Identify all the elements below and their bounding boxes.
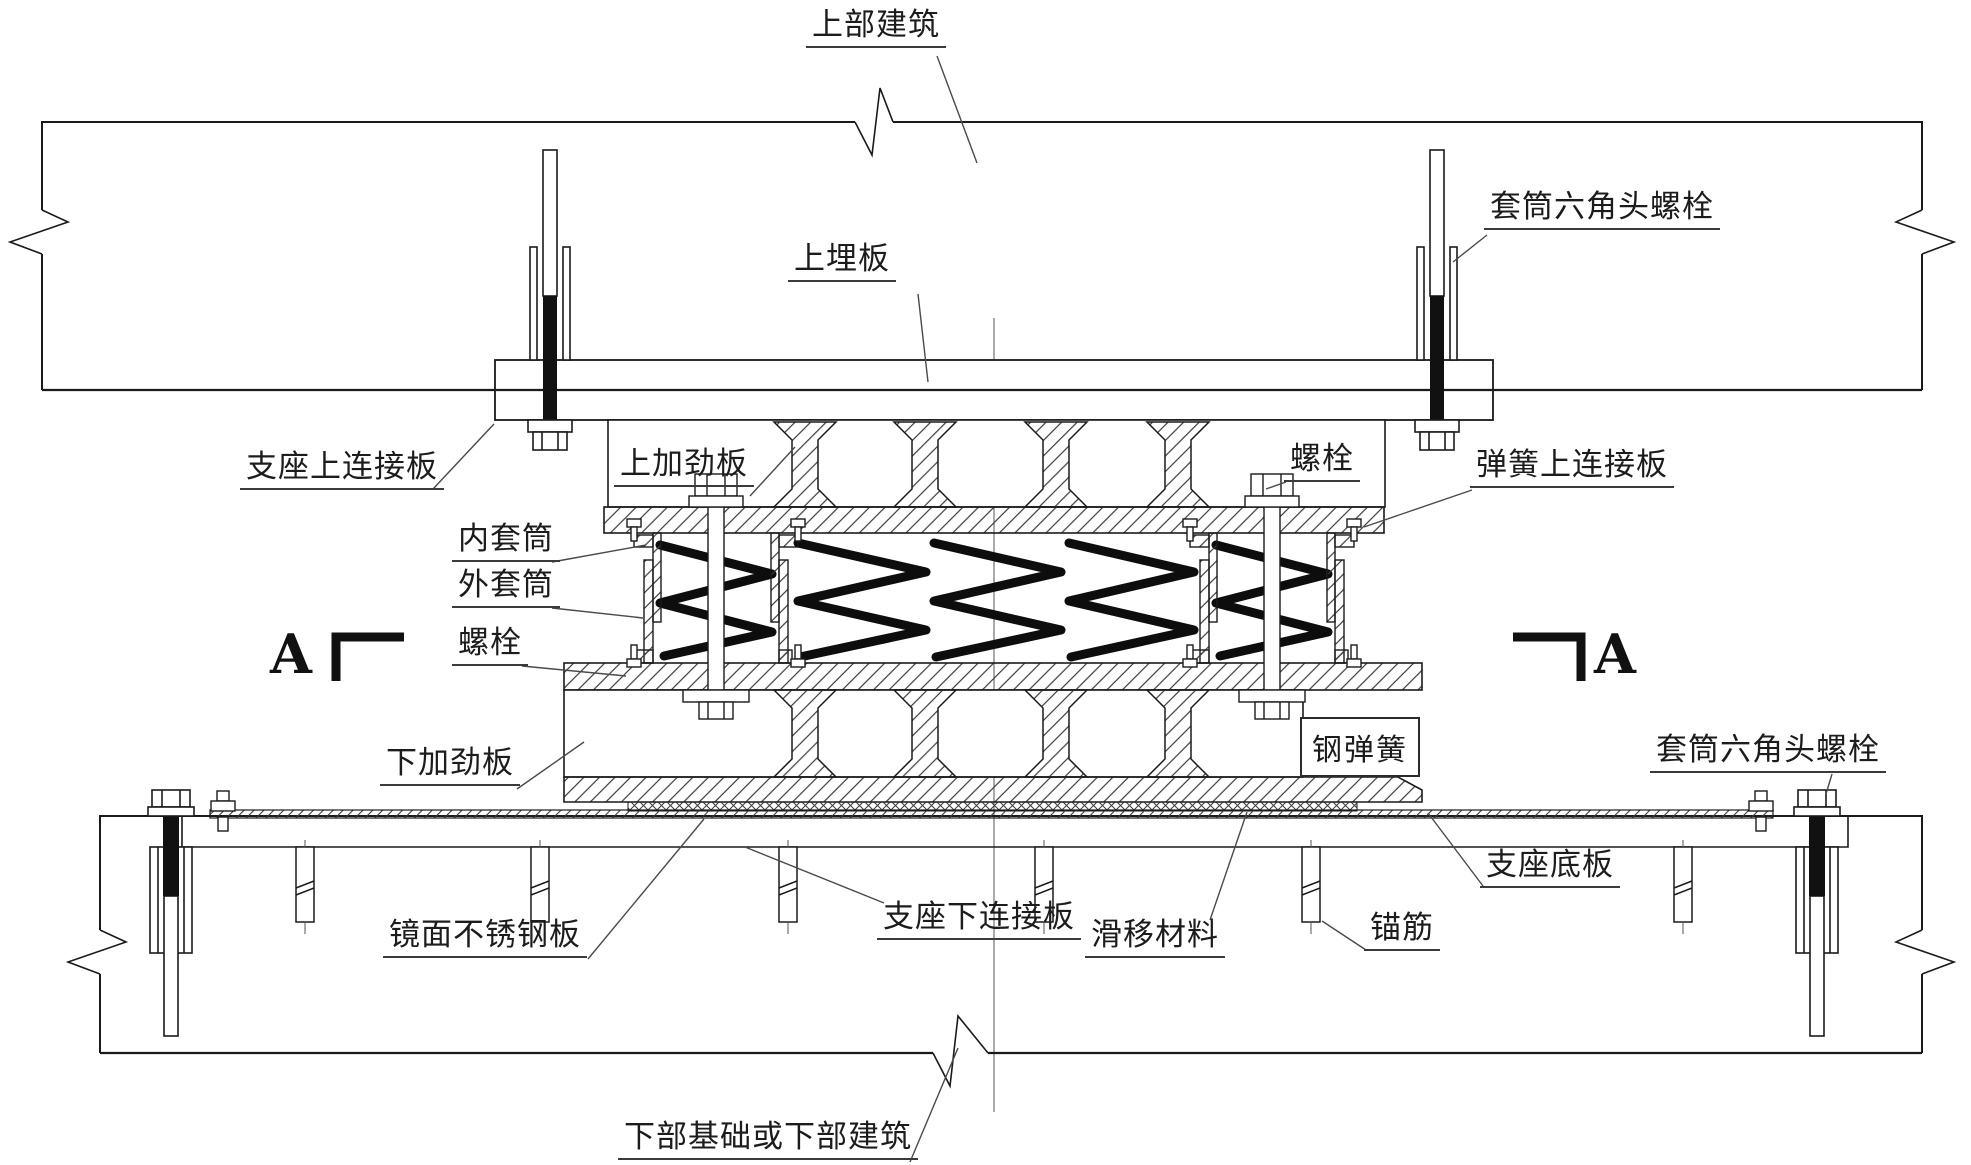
label-mirror-stainless-plate: 镜面不锈钢板 (383, 918, 587, 958)
label-sleeve-hex-bolt-bottom: 套筒六角头螺栓 (1650, 733, 1886, 773)
stainless-plate-end-stud-right (1748, 790, 1774, 832)
leader-lines (432, 55, 1833, 1163)
bearing-base-plate (563, 776, 1423, 803)
label-lower-stiffener-plate: 下加劲板 (380, 746, 520, 786)
break-symbol-top (854, 87, 894, 158)
label-upper-embedded-plate: 上埋板 (788, 242, 896, 282)
label-inner-sleeve: 内套筒 (452, 522, 560, 562)
lower-foundation-slab (65, 815, 1957, 1089)
break-symbol-left-upper (7, 209, 71, 255)
break-symbol-bottom (932, 1014, 989, 1089)
section-bracket-right (1513, 632, 1586, 681)
label-sleeve-hex-bolt-top: 套筒六角头螺栓 (1484, 190, 1720, 230)
stainless-plate-end-stud-left (210, 790, 236, 832)
mirror-stainless-plate-layer (209, 809, 1774, 819)
section-bracket-left (331, 632, 404, 681)
break-symbol-right-upper (1893, 209, 1957, 255)
section-marker-a-right: A (1594, 622, 1637, 686)
spring-lower-connection-plate (563, 662, 1423, 691)
label-bearing-base-plate: 支座底板 (1480, 848, 1620, 888)
label-upper-building: 上部建筑 (806, 8, 946, 48)
label-bearing-lower-connection-plate: 支座下连接板 (877, 900, 1081, 940)
label-bolt-upper: 螺栓 (1284, 442, 1360, 482)
label-anchor-bar: 锚筋 (1364, 911, 1440, 951)
label-bolt-left: 螺栓 (452, 626, 528, 666)
section-marker-a-left: A (270, 622, 313, 686)
label-upper-stiffener-plate: 上加劲板 (614, 447, 754, 487)
break-symbol-right-lower (1893, 929, 1957, 975)
label-lower-foundation: 下部基础或下部建筑 (618, 1120, 918, 1160)
label-outer-sleeve: 外套筒 (452, 568, 560, 608)
spring-upper-connection-plate (603, 506, 1385, 534)
label-steel-spring: 钢弹簧 (1300, 717, 1420, 777)
break-symbol-left-lower (65, 929, 129, 975)
label-spring-upper-connection-plate: 弹簧上连接板 (1470, 448, 1674, 488)
label-sliding-material: 滑移材料 (1085, 918, 1225, 958)
label-bearing-upper-connection-plate: 支座上连接板 (240, 450, 444, 490)
upper-building-slab (7, 87, 1957, 392)
